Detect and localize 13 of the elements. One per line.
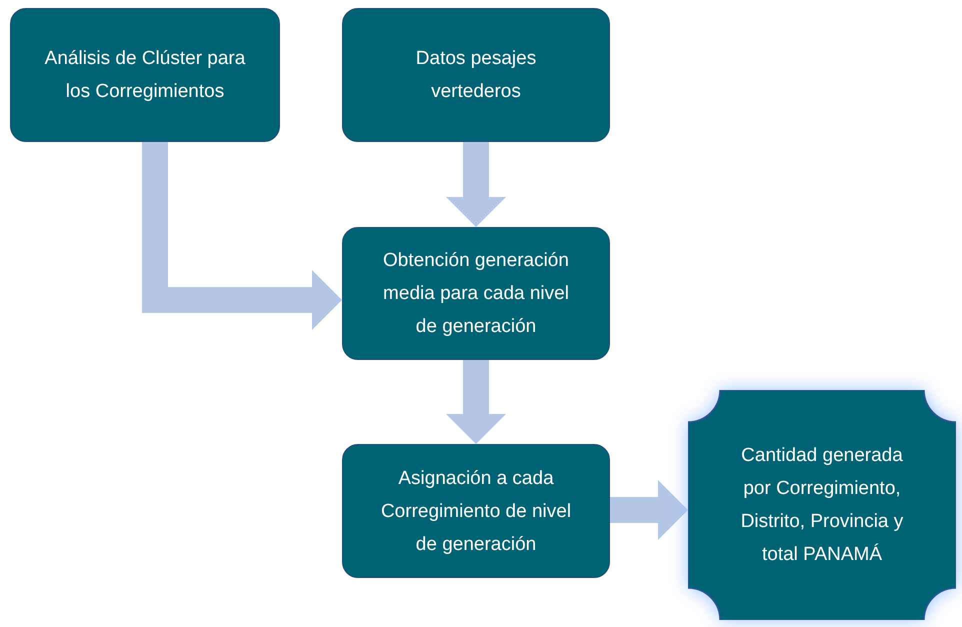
block-arrow: [446, 142, 506, 227]
block-arrow: [446, 360, 506, 444]
node-text: Análisis de Clúster para los Corregimientos: [44, 47, 246, 104]
node-text: Datos pesajes vertederos: [414, 47, 538, 104]
process-box: [342, 444, 610, 578]
process-box: [10, 8, 280, 142]
process-box: [342, 227, 610, 360]
process-box: [342, 8, 610, 142]
block-arrow: [142, 142, 342, 330]
block-arrow: [610, 480, 688, 540]
node-text: Cantidad generada por Corregimiento, Distrito, Provincia y total PANAMÁ: [740, 444, 904, 567]
node-text: Obtención generación media para cada nivel de generación: [382, 249, 570, 339]
node-text: Asignación a cada Corregimiento de nivel de generación: [380, 466, 572, 556]
